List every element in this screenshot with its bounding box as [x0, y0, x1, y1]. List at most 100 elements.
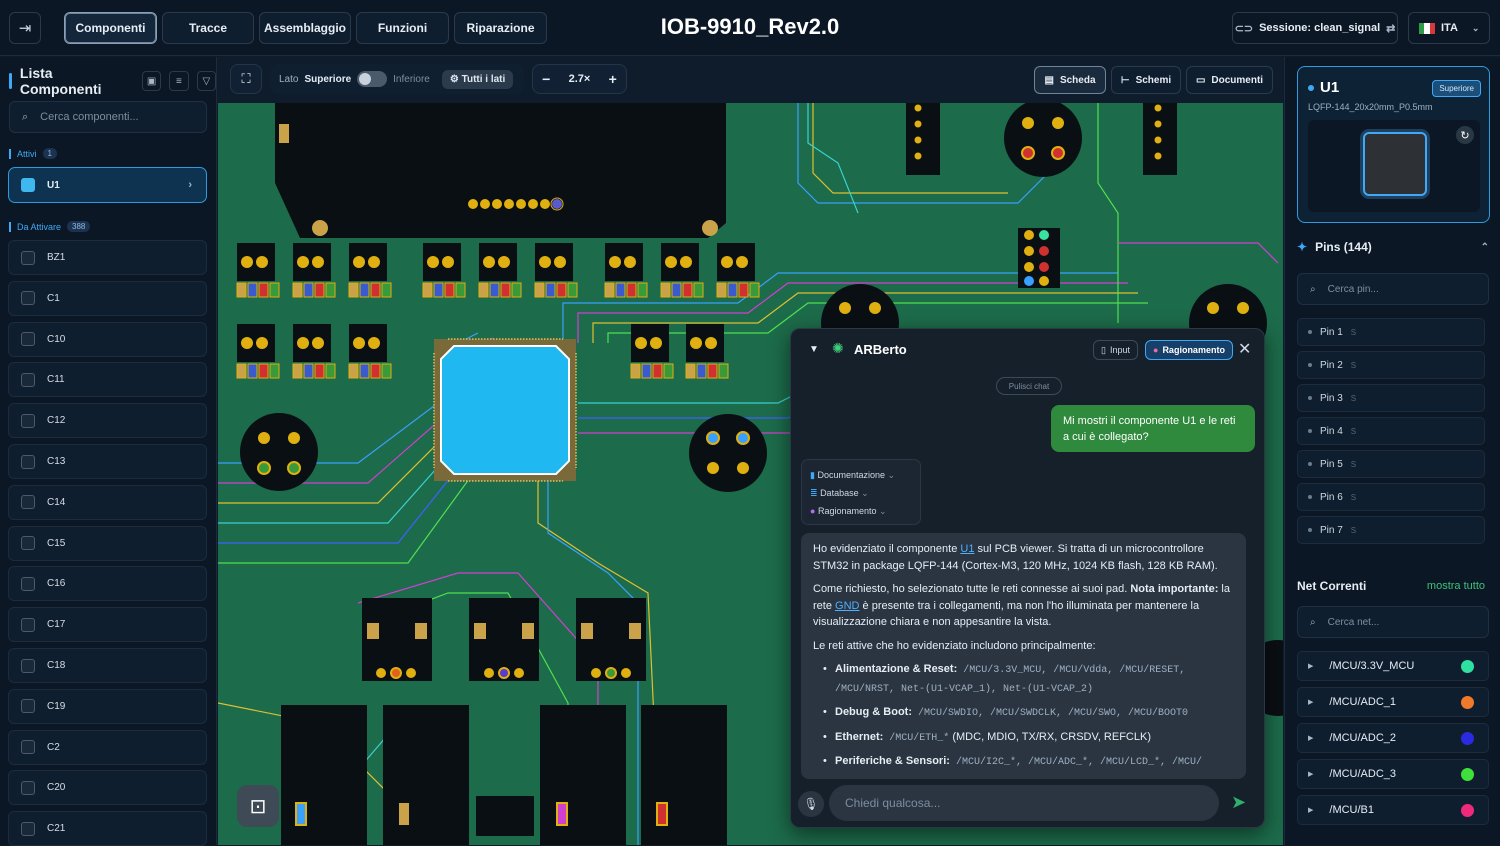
language-select[interactable]: ITA ⌄ — [1408, 12, 1490, 44]
chevron-down-icon: ⌄ — [1471, 22, 1480, 33]
checkbox[interactable] — [21, 780, 35, 795]
checkbox[interactable] — [21, 332, 35, 347]
zoom-in-button[interactable]: + — [608, 71, 617, 87]
net-color-swatch[interactable] — [1461, 659, 1474, 673]
net-link-gnd[interactable]: GND — [835, 599, 860, 612]
side-toggle[interactable] — [357, 71, 388, 87]
net-color-swatch[interactable] — [1461, 803, 1474, 817]
checkbox[interactable] — [21, 291, 35, 306]
expand-arrow-icon[interactable]: ▶ — [1308, 699, 1314, 706]
pin-label: Pin 7 — [1320, 524, 1343, 536]
component-item[interactable]: C16 — [8, 566, 207, 602]
zoom-out-button[interactable]: − — [542, 71, 551, 87]
view-documenti-button[interactable]: ▭ Documenti — [1186, 66, 1273, 94]
component-item[interactable]: BZ1 — [8, 240, 207, 275]
expand-arrow-icon[interactable]: ▶ — [1308, 735, 1314, 742]
checkbox[interactable] — [21, 617, 35, 632]
checkbox[interactable] — [21, 495, 35, 510]
checkbox[interactable] — [21, 576, 35, 591]
checkbox-checked[interactable] — [21, 178, 35, 192]
component-item[interactable]: C11 — [8, 362, 207, 398]
checkbox[interactable] — [21, 372, 35, 387]
tool-reasoning[interactable]: ● Ragionamento ⌄ — [810, 502, 912, 520]
side-top-label[interactable]: Superiore — [304, 73, 352, 85]
expand-arrow-icon[interactable]: ▶ — [1308, 807, 1314, 814]
user-message: Mi mostri il componente U1 e le reti a c… — [1051, 405, 1255, 452]
view-scheda-button[interactable]: ▤ Scheda — [1034, 66, 1106, 94]
checkbox[interactable] — [21, 821, 35, 836]
component-item[interactable]: C10 — [8, 321, 207, 357]
component-item-u1[interactable]: U1 › — [8, 167, 207, 203]
tool-database[interactable]: ≣ Database ⌄ — [810, 484, 912, 502]
checkbox[interactable] — [21, 536, 35, 551]
view-schemi-button[interactable]: ⊢ Schemi — [1111, 66, 1181, 94]
checkbox[interactable] — [21, 454, 35, 469]
tool-documentation[interactable]: ▮ Documentazione ⌄ — [810, 466, 912, 484]
expand-arrow-icon[interactable]: ▶ — [1308, 663, 1314, 670]
component-item[interactable]: C2 — [8, 729, 207, 765]
show-all-link[interactable]: mostra tutto — [1426, 580, 1485, 592]
net-item[interactable]: ▶/MCU/ADC_2 — [1297, 723, 1489, 753]
component-item[interactable]: C13 — [8, 444, 207, 479]
tab-funzioni[interactable]: Funzioni — [356, 12, 449, 44]
component-item[interactable]: C18 — [8, 648, 207, 683]
tab-tracce[interactable]: Tracce — [162, 12, 254, 44]
filter-button[interactable]: ▽ — [196, 71, 216, 91]
select-all-button[interactable]: ▣ — [141, 71, 162, 91]
clear-chat-button[interactable]: Pulisci chat — [996, 377, 1062, 395]
screenshot-button[interactable]: ⊡ — [237, 785, 279, 827]
collapse-triangle-icon[interactable]: ▼ — [809, 344, 819, 355]
close-icon[interactable]: ✕ — [1238, 341, 1252, 358]
net-color-swatch[interactable] — [1461, 695, 1474, 709]
net-item[interactable]: ▶/MCU/B1 — [1297, 795, 1489, 825]
net-item[interactable]: ▶/MCU/ADC_1 — [1297, 687, 1489, 717]
exit-button[interactable]: ⇥ — [9, 12, 41, 44]
net-color-swatch[interactable] — [1461, 767, 1474, 781]
all-sides-button[interactable]: ⚙ Tutti i lati — [441, 69, 514, 89]
component-item[interactable]: C1 — [8, 280, 207, 316]
side-bottom-label[interactable]: Inferiore — [393, 73, 430, 85]
fit-view-button[interactable]: ⛶ — [230, 64, 262, 94]
component-item[interactable]: C20 — [8, 770, 207, 806]
pin-search[interactable]: ⌕ Cerca pin... — [1297, 273, 1489, 305]
tab-assemblaggio[interactable]: Assemblaggio — [259, 12, 351, 44]
component-link-u1[interactable]: U1 — [960, 543, 975, 555]
tab-componenti[interactable]: Componenti — [64, 12, 157, 44]
chat-input[interactable]: Chiedi qualcosa... — [829, 785, 1219, 821]
net-color-swatch[interactable] — [1461, 731, 1474, 745]
pins-header[interactable]: ✦ Pins (144) ⌃ — [1297, 237, 1489, 257]
input-badge[interactable]: ▯ Input — [1093, 340, 1138, 360]
component-item[interactable]: C19 — [8, 688, 207, 724]
send-button[interactable]: ➤ — [1231, 792, 1246, 813]
microphone-button[interactable]: 🎙 — [798, 791, 824, 817]
checkbox[interactable] — [21, 658, 35, 673]
checkbox[interactable] — [21, 699, 35, 714]
net-item[interactable]: ▶/MCU/3.3V_MCU — [1297, 651, 1489, 681]
net-search[interactable]: ⌕ Cerca net... — [1297, 606, 1489, 638]
refresh-button[interactable]: ↻ — [1456, 126, 1474, 144]
component-search[interactable]: ⌕ Cerca componenti... — [9, 101, 207, 133]
reasoning-badge[interactable]: ● Ragionamento — [1145, 340, 1233, 360]
net-item[interactable]: ▶/MCU/ADC_3 — [1297, 759, 1489, 789]
session-button[interactable]: ⊂⊃ Sessione: clean_signal ⇄ — [1232, 12, 1398, 44]
checkbox[interactable] — [21, 250, 35, 265]
list-item-label: Alimentazione & Reset: — [835, 663, 958, 675]
component-item[interactable]: C17 — [8, 607, 207, 643]
checkbox[interactable] — [21, 740, 35, 755]
tab-riparazione[interactable]: Riparazione — [454, 12, 547, 44]
checkbox[interactable] — [21, 413, 35, 428]
component-label: C20 — [47, 782, 66, 794]
component-item[interactable]: C12 — [8, 403, 207, 439]
component-item[interactable]: C14 — [8, 484, 207, 520]
component-item[interactable]: C21 — [8, 811, 207, 846]
component-item[interactable]: C15 — [8, 525, 207, 561]
sort-button[interactable]: ≡ — [169, 71, 189, 91]
expand-arrow-icon[interactable]: ▶ — [1308, 771, 1314, 778]
